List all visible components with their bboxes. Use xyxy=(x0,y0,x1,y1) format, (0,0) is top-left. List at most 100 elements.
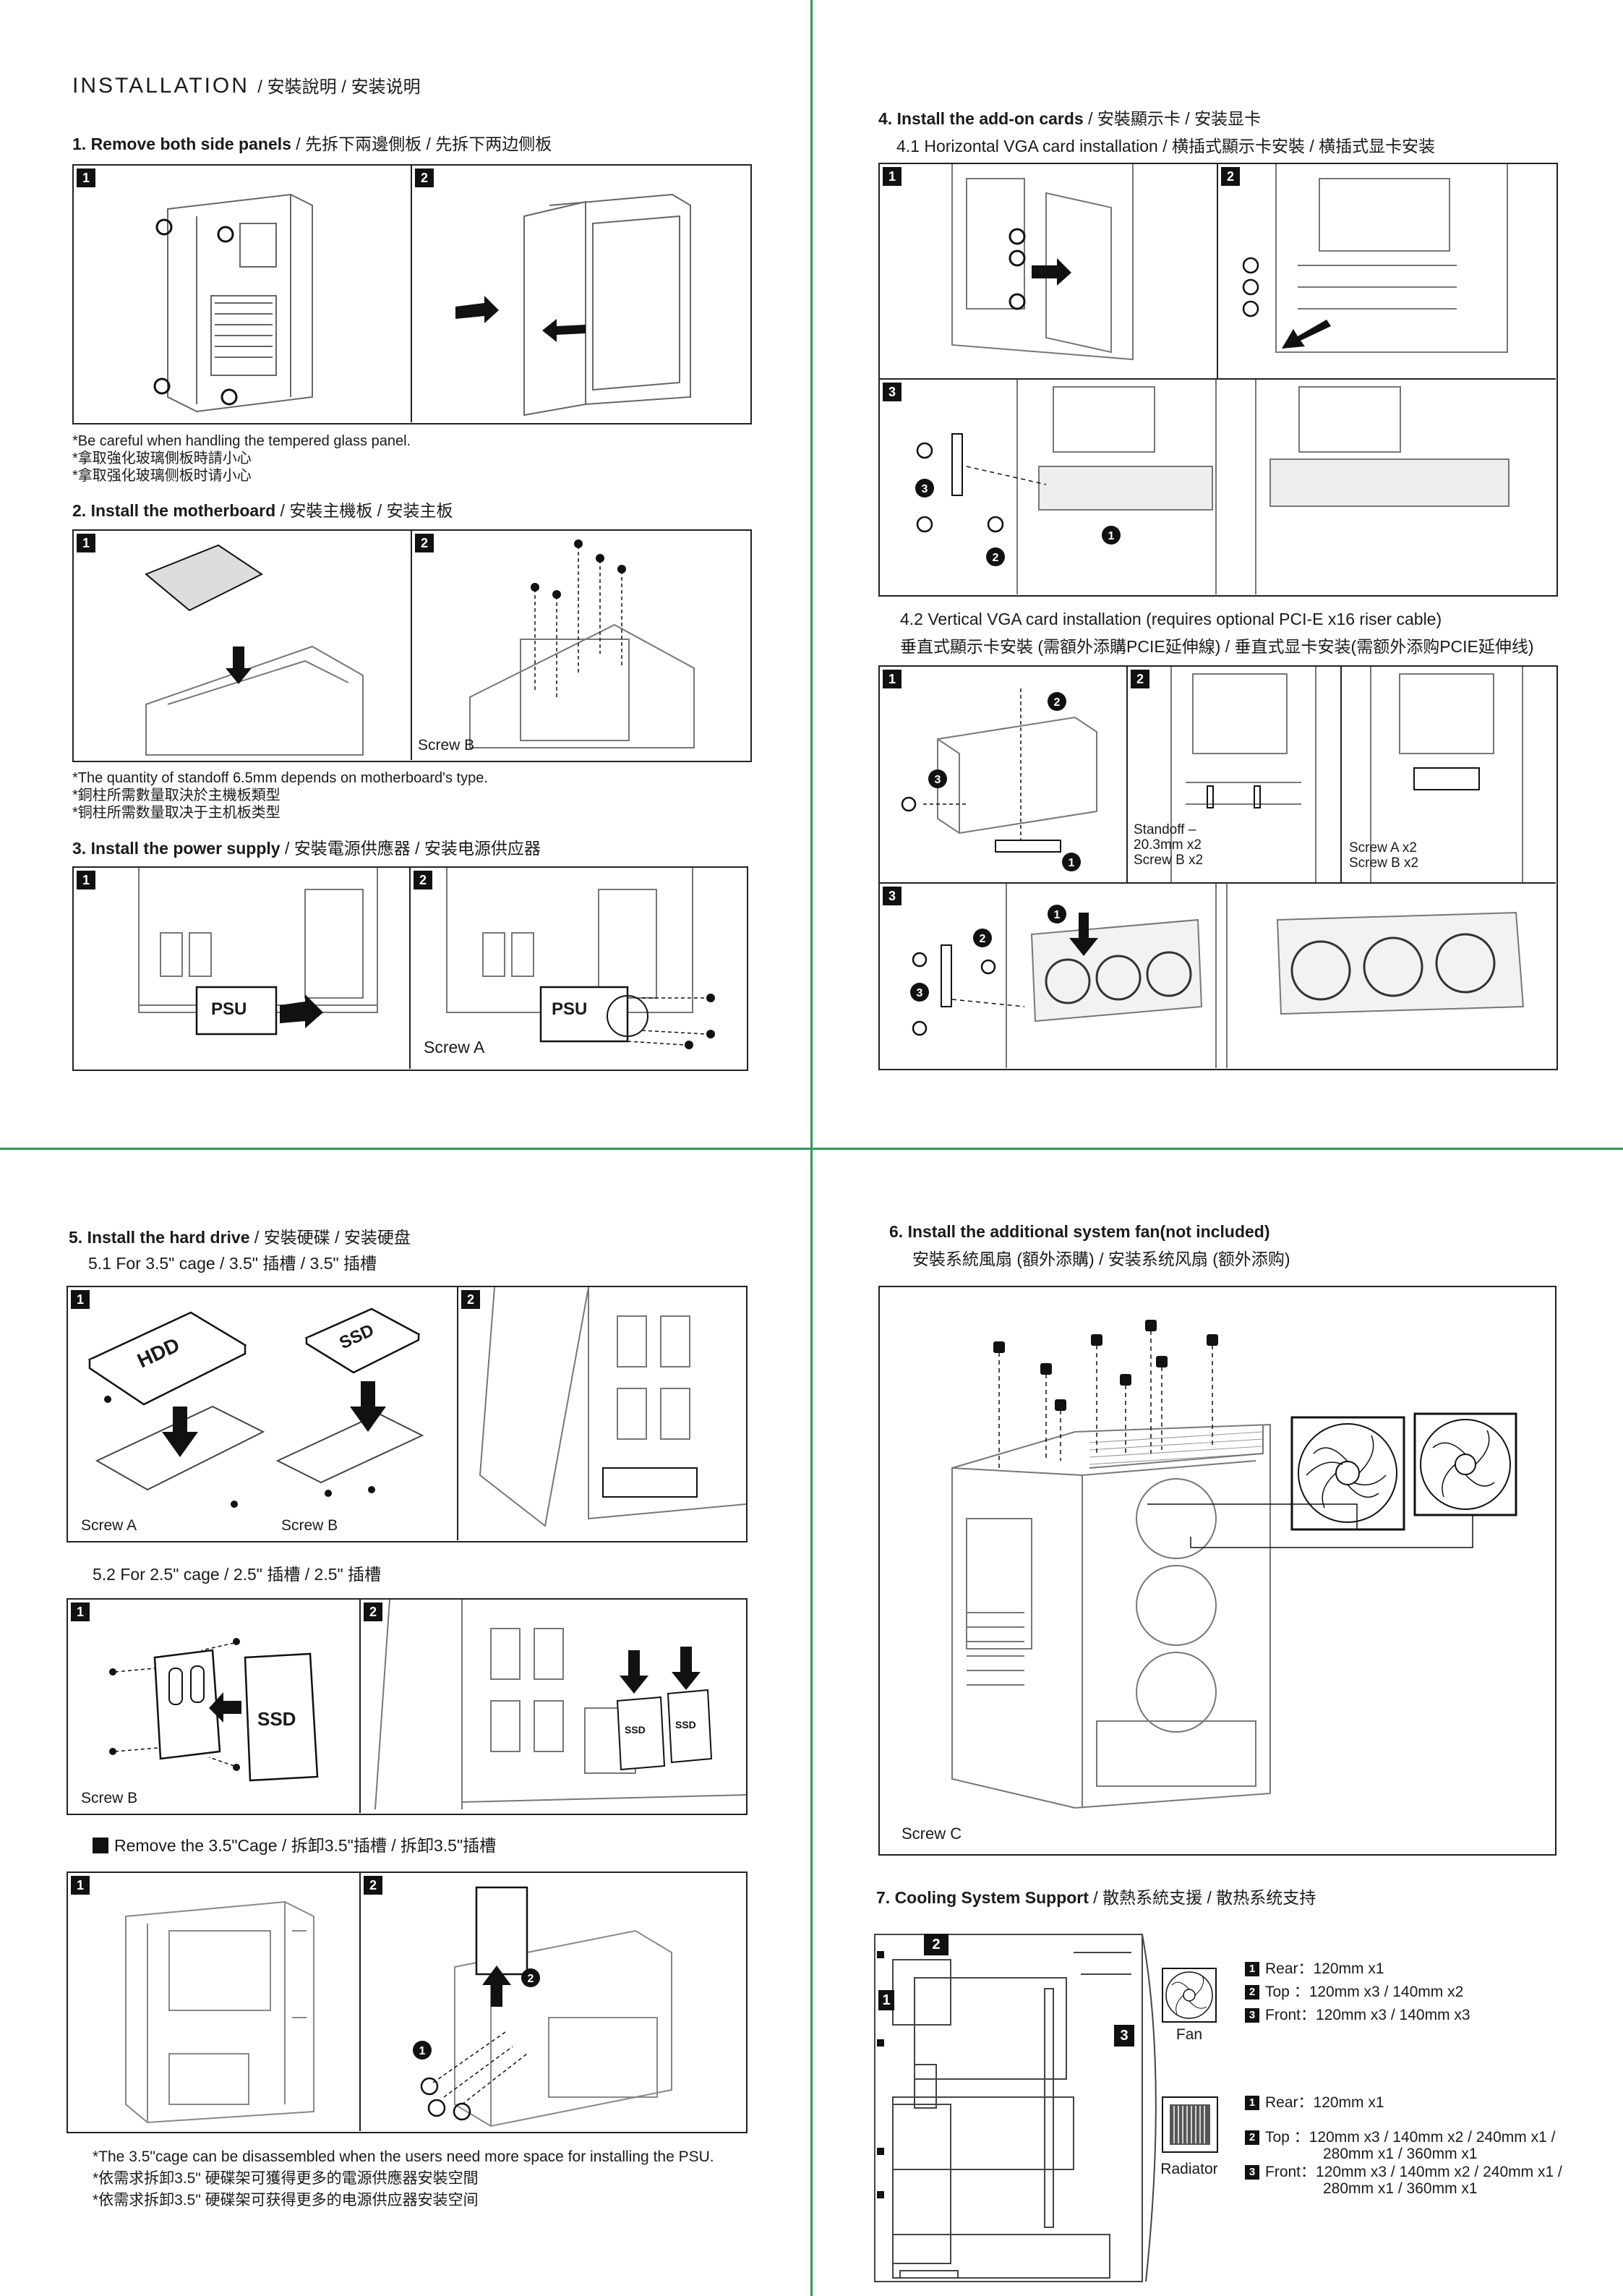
arrow-up-icon xyxy=(482,1966,511,2007)
callout-2: 2 xyxy=(1054,696,1061,709)
section-1-figure: 1 2 xyxy=(72,164,752,424)
s5-1-step-1-panel: 1 HDD SSD Screw A Screw B xyxy=(68,1287,458,1540)
step-badge: 2 xyxy=(364,1876,382,1895)
side-panel-removal-illustration xyxy=(455,193,691,417)
screw-c-label: Screw C xyxy=(902,1825,962,1843)
arrow-left-icon xyxy=(455,296,499,323)
note-line: *Be careful when handling the tempered g… xyxy=(72,433,411,449)
step-badge: 1 xyxy=(77,871,95,889)
ssd-label: SSD xyxy=(257,1708,296,1730)
arrow-down-icon xyxy=(1069,913,1098,956)
screws-label: Screw A x2 Screw B x2 xyxy=(1349,840,1418,871)
vga-card-install-illustration: 3 2 1 xyxy=(915,380,1556,594)
step-badge: 1 xyxy=(71,1602,90,1621)
section-7-title-cn: / 散熱系統支援 / 散热系统支持 xyxy=(1088,1888,1316,1907)
section-6-heading: 6. Install the additional system fan(not… xyxy=(889,1222,1270,1242)
row-text: Top ：120mm x3 / 140mm x2 xyxy=(1265,1984,1464,2000)
zone-top-marker: 2 xyxy=(924,1934,948,1955)
s5-2-step-2-panel: 2 SSD SSD xyxy=(361,1600,746,1813)
s1-step-1-panel: 1 xyxy=(74,166,412,422)
riser-mount-illustration xyxy=(1370,667,1523,882)
row-number: 1 xyxy=(1245,2096,1259,2111)
row-number: 2 xyxy=(1245,2130,1259,2146)
section-3-title-cn: / 安裝電源供應器 / 安装电源供应器 xyxy=(280,839,541,858)
note-line: *依需求拆卸3.5" 硬碟架可获得更多的电源供应器安装空间 xyxy=(93,2192,479,2208)
step-badge: 2 xyxy=(461,1290,480,1309)
section-5-1-heading: 5.1 For 3.5" cage / 3.5" 插槽 / 3.5" 插槽 xyxy=(88,1254,377,1273)
section-1-title: 1. Remove both side panels xyxy=(72,135,291,153)
section-4-1-heading: 4.1 Horizontal VGA card installation / 横… xyxy=(896,137,1436,155)
s4-2-step-1-panel: 1 2 3 1 xyxy=(880,667,1128,884)
row-number: 3 xyxy=(1245,2165,1259,2180)
riser-bracket-illustration: 2 3 1 xyxy=(901,688,1097,871)
s4-1-step-2-panel: 2 xyxy=(1218,164,1556,380)
row-number: 1 xyxy=(1245,1962,1259,1977)
s1-step-2-panel: 2 xyxy=(412,166,750,422)
note-line: *The 3.5"cage can be disassembled when t… xyxy=(93,2148,714,2165)
callout-1: 1 xyxy=(1054,909,1061,921)
arrow-down-icon xyxy=(350,1381,386,1432)
note-line: *铜柱所需数量取决于主机板类型 xyxy=(72,805,281,821)
s4-2-step-3-panel: 3 2 3 1 xyxy=(880,884,1556,1068)
zone-front-marker: 3 xyxy=(1114,2025,1134,2047)
section-6-heading-cn: 安裝系統風扇 (額外添購) / 安装系统风扇 (额外添购) xyxy=(912,1250,1290,1268)
ssd-label: SSD xyxy=(625,1724,646,1736)
fan-icon xyxy=(1290,1416,1405,1531)
motherboard-insert-illustration xyxy=(145,544,364,756)
step-badge: 1 xyxy=(883,167,902,186)
psu-label: PSU xyxy=(211,999,247,1019)
section-7-heading: 7. Cooling System Support / 散熱系統支援 / 散热系… xyxy=(876,1884,1316,1908)
row-number: 3 xyxy=(1245,2008,1259,2023)
section-2-heading: 2. Install the motherboard / 安裝主機板 / 安装主… xyxy=(72,497,453,521)
fan-label: Fan xyxy=(1176,2026,1203,2043)
system-fan-install-illustration xyxy=(951,1320,1517,1809)
page-title: INSTALLATION / 安裝說明 / 安装说明 xyxy=(72,72,421,98)
section-2-title-cn: / 安裝主機板 / 安装主板 xyxy=(275,501,453,520)
title-en: INSTALLATION xyxy=(72,74,249,98)
hdd-ssd-tray-illustration xyxy=(87,1307,424,1508)
section-4-2-heading-cn: 垂直式顯示卡安裝 (需額外添購PCIE延伸線) / 垂直式显卡安装(需额外添购P… xyxy=(900,637,1534,656)
screw-b-label: Screw B xyxy=(281,1517,338,1534)
section-7-title: 7. Cooling System Support xyxy=(876,1888,1089,1907)
cage-removal-illustration: 1 2 xyxy=(413,1886,672,2128)
screws-line: Screw A x2 xyxy=(1349,840,1417,855)
section-5-2-heading: 5.2 For 2.5" cage / 2.5" 插槽 / 2.5" 插槽 xyxy=(93,1565,382,1584)
hdd-cage-illustration xyxy=(479,1287,746,1527)
section-1-notes: *Be careful when handling the tempered g… xyxy=(72,432,411,485)
row-number: 2 xyxy=(1245,1985,1259,2000)
section-2-notes: *The quantity of standoff 6.5mm depends … xyxy=(72,769,488,821)
section-3-figure: 1 PSU 2 PSU xyxy=(72,866,748,1071)
step-badge: 2 xyxy=(415,168,434,187)
callout-1: 1 xyxy=(419,2045,426,2057)
callout-2: 2 xyxy=(528,1973,534,1985)
section-4-2-heading: 4.2 Vertical VGA card installation (requ… xyxy=(900,610,1442,628)
section-5-title-cn: / 安裝硬碟 / 安装硬盘 xyxy=(249,1228,411,1247)
ssd-mount-illustration: SSD SSD xyxy=(374,1600,746,1810)
section-5-2-figure: 1 SSD Screw B 2 SSD SSD xyxy=(67,1598,748,1815)
fan-icon xyxy=(1413,1412,1517,1516)
callout-3: 3 xyxy=(935,774,941,786)
arrow-down-left-icon xyxy=(1282,320,1331,349)
case-overview-illustration xyxy=(125,1900,314,2124)
step-badge: 3 xyxy=(883,887,902,905)
remove-cage-heading: Remove the 3.5"Cage / 拆卸3.5"插槽 / 拆卸3.5"插… xyxy=(93,1832,496,1856)
radiator-row-continuation: 280mm x1 / 360mm x1 xyxy=(1323,2180,1478,2197)
ssd-bracket-illustration xyxy=(109,1638,319,1782)
s5-2-step-1-panel: 1 SSD Screw B xyxy=(68,1600,361,1813)
row-text: Top ：120mm x3 / 140mm x2 / 240mm x1 / xyxy=(1265,2129,1556,2146)
psu-insert-illustration xyxy=(138,868,378,1036)
step-badge: 2 xyxy=(414,871,432,889)
title-cn: / 安裝說明 / 安装说明 xyxy=(257,77,421,97)
section-6-figure: Screw C xyxy=(878,1286,1556,1856)
s4-1-step-3-panel: 3 3 2 1 xyxy=(880,380,1556,594)
arrow-down-icon xyxy=(620,1650,648,1694)
s5-3-step-1-panel: 1 xyxy=(68,1873,361,2131)
arrow-left-icon xyxy=(542,319,586,342)
step-badge: 1 xyxy=(77,534,95,552)
remove-cage-title: Remove the 3.5"Cage / 拆卸3.5"插槽 / 拆卸3.5"插… xyxy=(114,1836,497,1855)
step-badge: 2 xyxy=(1131,670,1149,688)
section-5-heading: 5. Install the hard drive / 安裝硬碟 / 安装硬盘 xyxy=(69,1224,411,1248)
